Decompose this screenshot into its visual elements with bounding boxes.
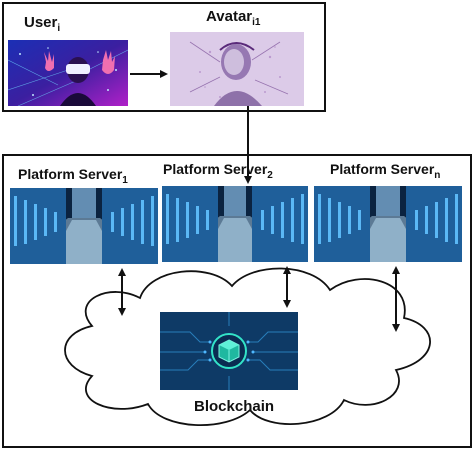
server-n-image xyxy=(314,186,462,262)
blockchain-label: Blockchain xyxy=(194,398,275,415)
avatar-image xyxy=(170,32,304,106)
server-n-label-sub: n xyxy=(434,169,441,181)
server-n-label: Platform Servern xyxy=(330,161,440,181)
server-2-label: Platform Server2 xyxy=(163,161,273,181)
server-2-image xyxy=(162,186,308,262)
user-label-text: User xyxy=(24,14,58,31)
server-1-label: Platform Server1 xyxy=(18,166,128,186)
server-n-label-text: Platform Server xyxy=(330,161,435,177)
blockchain-image xyxy=(160,312,298,390)
server-2-label-text: Platform Server xyxy=(163,161,268,177)
avatar-label-sub: i1 xyxy=(252,17,261,28)
avatar-label: Avatari1 xyxy=(206,8,260,28)
server-1-label-text: Platform Server xyxy=(18,166,123,182)
server-2-label-sub: 2 xyxy=(267,169,273,181)
server-1-image xyxy=(10,188,158,264)
user-vr-image xyxy=(8,40,128,106)
user-label-sub: i xyxy=(57,23,61,34)
server-1-label-sub: 1 xyxy=(122,174,128,186)
user-label: Useri xyxy=(24,14,60,34)
avatar-label-text: Avatar xyxy=(206,8,253,25)
